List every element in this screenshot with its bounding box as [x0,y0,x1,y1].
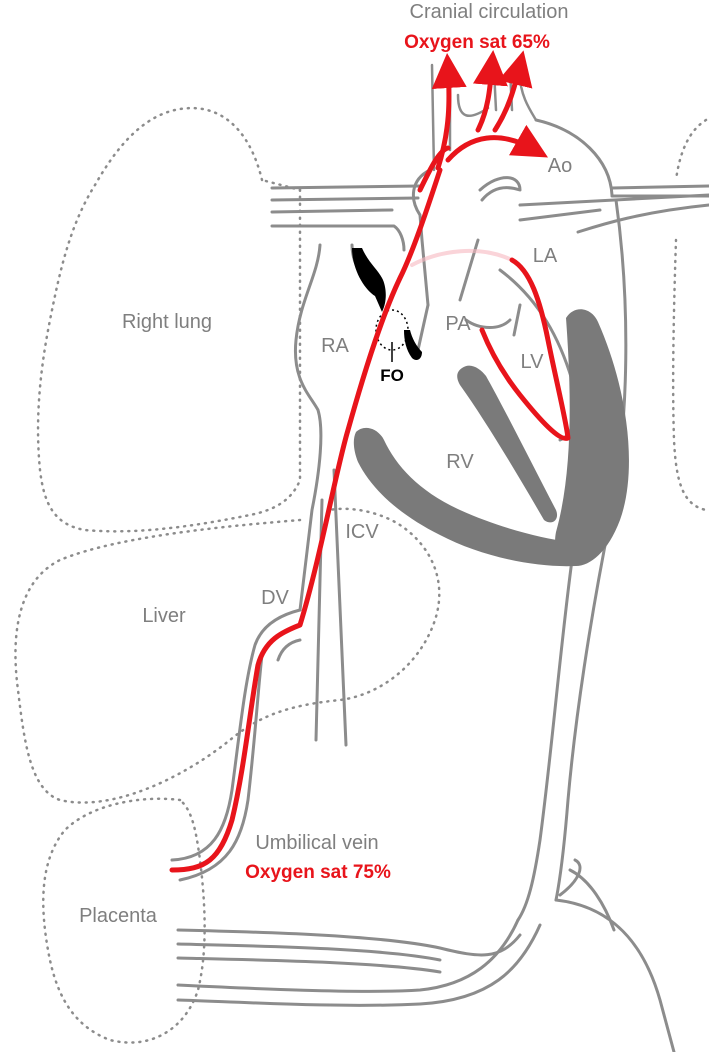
pulmonary-artery-label: PA [445,313,471,335]
placenta-label: Placenta [79,905,158,927]
vessel-outlines [172,65,709,1052]
umbilical-oxygen-label: Oxygen sat 75% [245,862,391,883]
left-ventricle-label: LV [521,351,545,373]
right-atrium-label: RA [321,335,349,357]
ductus-venosus-label: DV [261,587,289,609]
cranial-oxygen-label: Oxygen sat 65% [404,32,550,53]
foramen-ovale-label: FO [380,366,404,385]
left-lung-outline [673,120,706,510]
right-ventricle-label: RV [446,451,474,473]
aorta-label: Ao [548,155,572,177]
liver-label: Liver [142,605,186,627]
cranial-circulation-label: Cranial circulation [410,1,569,23]
left-atrium-label: LA [533,245,558,267]
ventricle-wall-septum [457,366,557,523]
right-lung-label: Right lung [122,311,212,333]
foramen-ovale-flap-upper [352,248,386,312]
umbilical-vein-label: Umbilical vein [255,832,378,854]
liver-outline [15,509,439,803]
inferior-caval-vein-label: ICV [345,521,379,543]
